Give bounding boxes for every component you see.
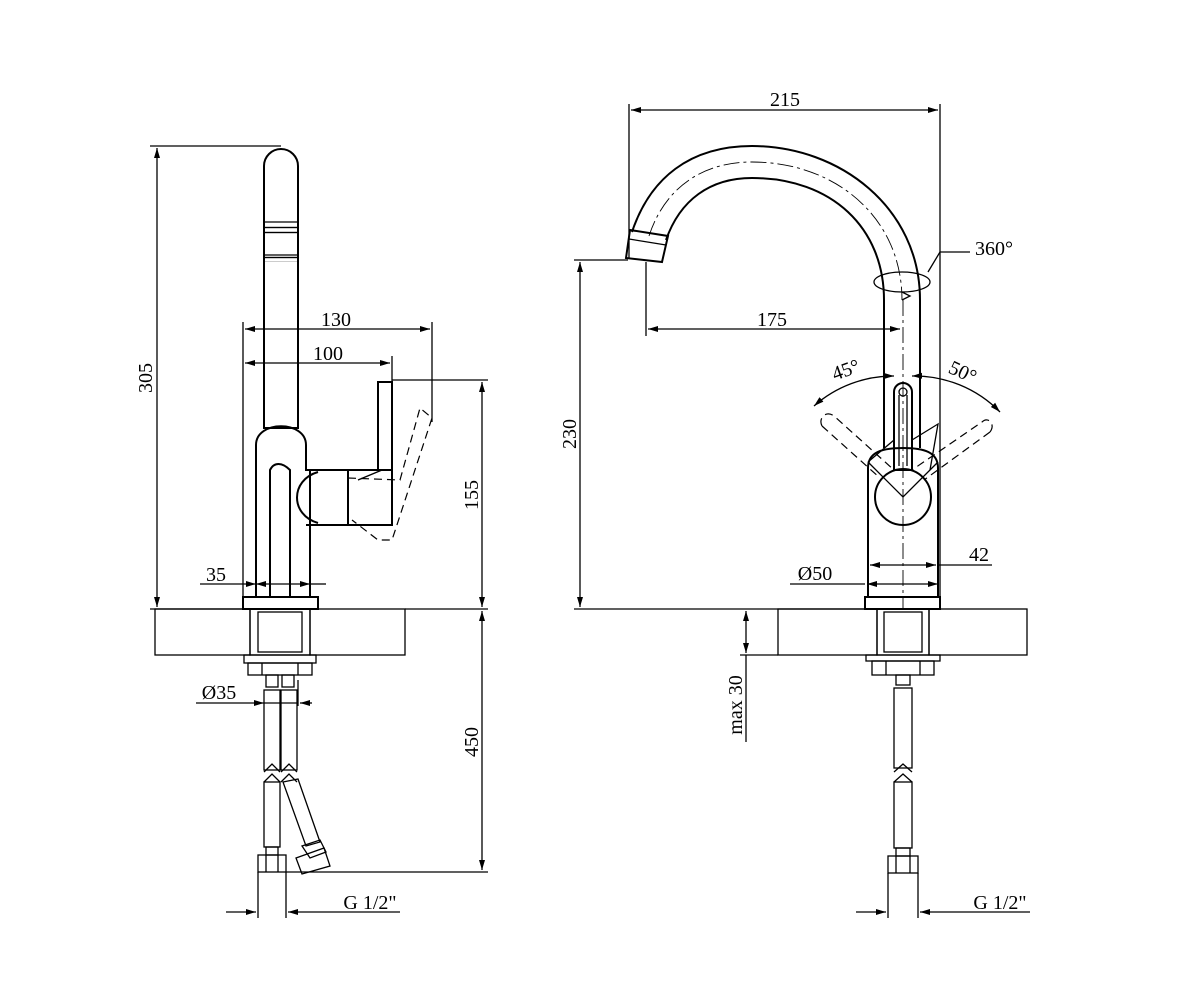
- dim-thread-dia: Ø35: [202, 682, 236, 704]
- countertop-section-front: [777, 608, 1028, 656]
- dim-body-width: 35: [206, 564, 226, 586]
- threaded-shank-front: [865, 608, 941, 676]
- dim-hose-length: 450: [461, 727, 483, 757]
- countertop-section-side: [154, 608, 406, 656]
- lever-side: [347, 381, 393, 526]
- threaded-shank-side: [243, 608, 317, 676]
- dim-reach-outer: 130: [321, 309, 351, 331]
- dim-max-countertop: max 30: [725, 675, 747, 734]
- side-view: 305 130 100 155 35 Ø35: [135, 145, 488, 918]
- spout-front: [624, 144, 941, 448]
- spout-side: [263, 148, 299, 429]
- dim-body-right: 42: [969, 544, 989, 566]
- dim-lever-height: 155: [461, 480, 483, 510]
- lever-angle-arc: [813, 372, 1001, 413]
- base-plate-side: [242, 596, 319, 610]
- faucet-body-side: [255, 425, 349, 598]
- dim-spout-height: 230: [559, 419, 581, 449]
- base-plate-front: [864, 596, 941, 610]
- faucet-body-front: [867, 300, 939, 610]
- dim-angle-right: 50°: [945, 357, 980, 389]
- dim-spout-width: 215: [770, 89, 800, 111]
- front-view: 215 360° 175 45° 50° 230 42 Ø50: [559, 89, 1030, 918]
- lever-swing-outlines: [820, 413, 993, 481]
- dim-spout-reach: 175: [757, 309, 787, 331]
- dim-reach-inner: 100: [313, 343, 343, 365]
- supply-hose-front: [887, 674, 919, 874]
- dim-base-dia: Ø50: [798, 563, 832, 585]
- supply-hoses-side: [257, 674, 331, 875]
- dimensions-side: 305 130 100 155 35 Ø35: [135, 145, 488, 918]
- dim-connection-side: G 1/2": [343, 892, 396, 914]
- dim-height-total: 305: [135, 363, 157, 393]
- dimensions-front: 215 360° 175 45° 50° 230 42 Ø50: [559, 89, 1030, 918]
- dim-rotation: 360°: [975, 238, 1013, 260]
- dim-connection-front: G 1/2": [973, 892, 1026, 914]
- lever-open-outline: [347, 406, 433, 541]
